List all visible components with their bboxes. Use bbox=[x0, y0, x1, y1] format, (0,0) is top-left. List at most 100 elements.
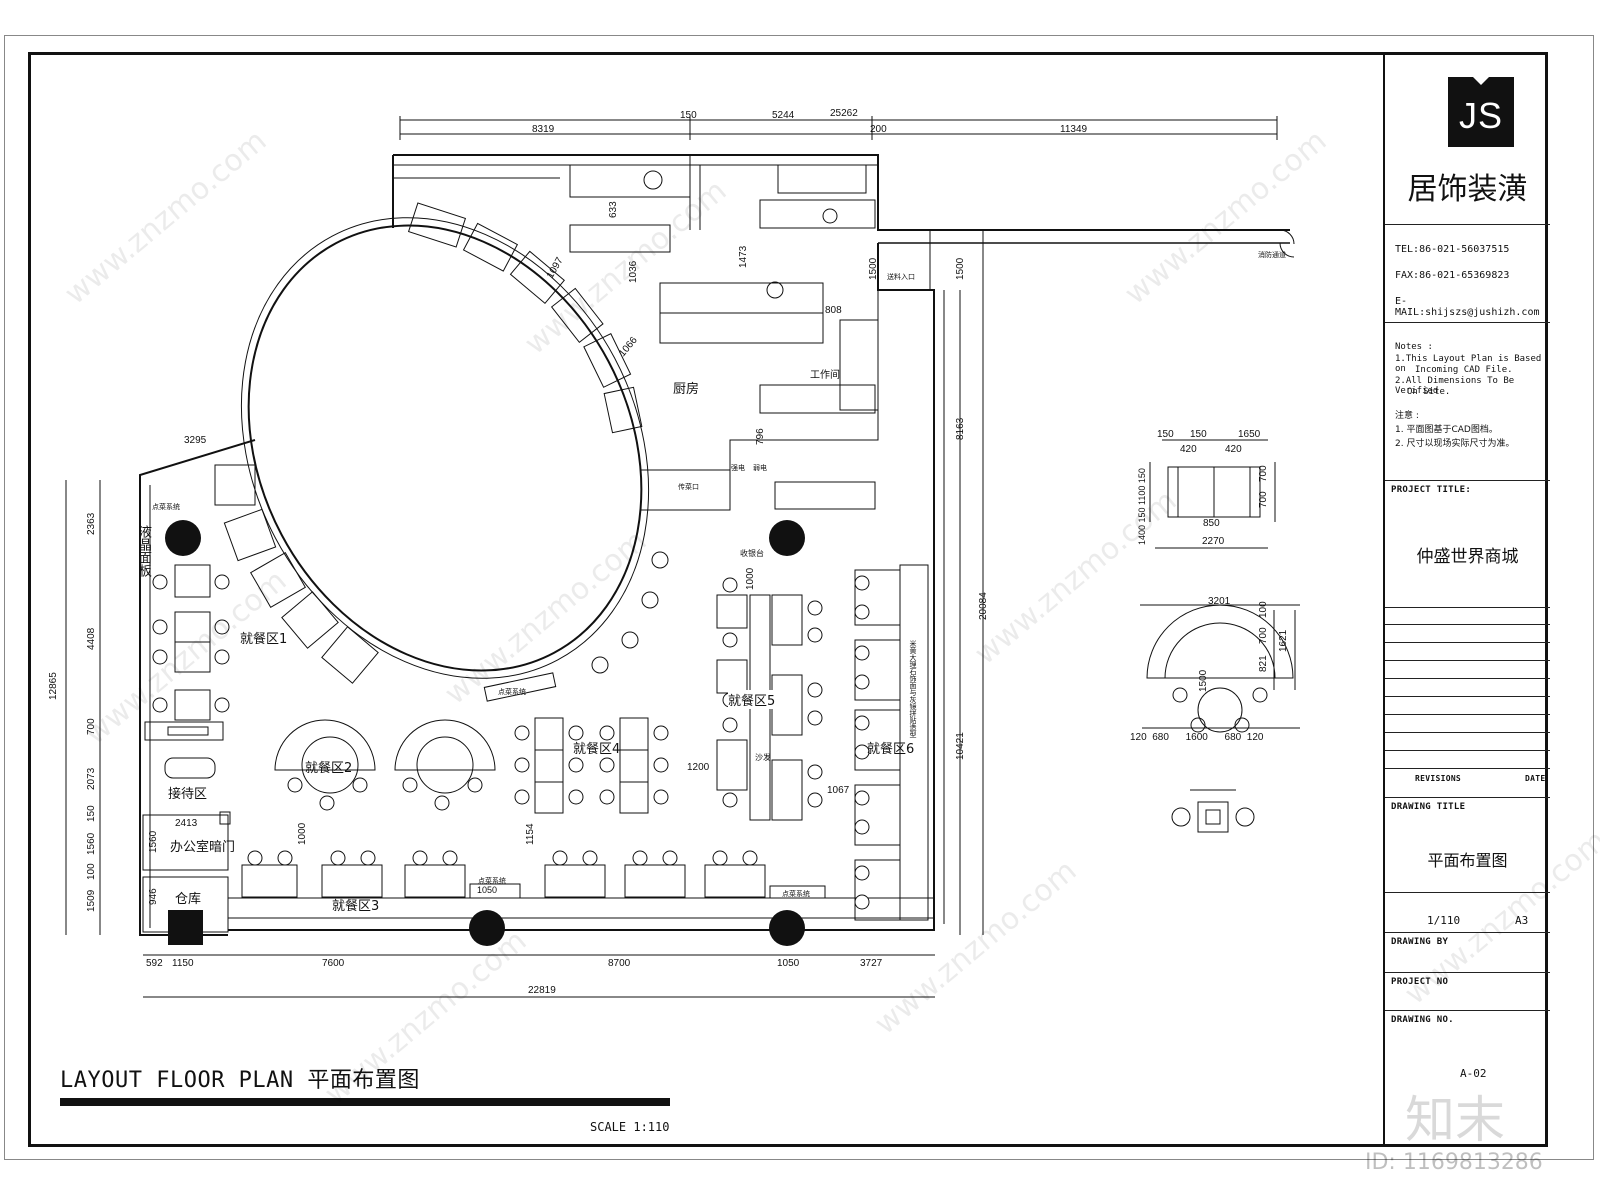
dim-7600: 7600 bbox=[322, 958, 345, 969]
watermark-id: ID: 1169813286 bbox=[1365, 1150, 1543, 1175]
dim-1154: 1154 bbox=[525, 823, 536, 845]
cashier-label: 收银台 bbox=[740, 549, 764, 558]
dim-top-11349: 11349 bbox=[1060, 124, 1088, 135]
dim-4408: 4408 bbox=[86, 627, 97, 650]
dim-top-200: 200 bbox=[870, 124, 887, 135]
dim-1473: 1473 bbox=[738, 245, 749, 268]
dim-20084: 20084 bbox=[978, 592, 989, 620]
cn-note-line: 1. 平面图基于CAD图档。 bbox=[1395, 425, 1498, 435]
project-title: 仲盛世界商城 bbox=[1416, 547, 1519, 567]
dim-2073: 2073 bbox=[86, 767, 97, 790]
contact-email: E-MAIL:shijszs@jushizh.com bbox=[1395, 296, 1540, 318]
revision-row bbox=[1385, 750, 1550, 751]
plan-title-underline bbox=[60, 1098, 670, 1106]
delivery-entrance-label: 送料入口 bbox=[887, 273, 915, 281]
logo-notch bbox=[1473, 77, 1489, 85]
order-system-label: 点菜系统 bbox=[782, 890, 810, 898]
notes-heading: Notes : bbox=[1395, 342, 1433, 352]
detail2-dim: 821 bbox=[1258, 655, 1269, 672]
dim-top-total: 25262 bbox=[830, 108, 858, 119]
room-dining-2: 就餐区2 bbox=[305, 761, 353, 776]
drawing-no: A-02 bbox=[1460, 1067, 1487, 1080]
column bbox=[769, 910, 805, 946]
detail2-dim: 100 bbox=[1258, 601, 1269, 618]
dim-8163: 8163 bbox=[955, 417, 966, 440]
room-dining-3: 就餐区3 bbox=[332, 899, 380, 914]
low-voltage-label: 弱电 bbox=[753, 464, 767, 472]
detail1-dim: 2270 bbox=[1202, 536, 1225, 547]
order-system-label: 点菜系统 bbox=[152, 503, 180, 511]
dim-bottom-total: 22819 bbox=[528, 985, 556, 996]
note-line: On Site. bbox=[1407, 387, 1451, 397]
divider bbox=[1385, 797, 1550, 798]
detail2-dim: 700 bbox=[1258, 627, 1269, 644]
watermark-logo: 知末 bbox=[1405, 1091, 1505, 1149]
lcd-panel-label: 液晶面板 bbox=[136, 525, 151, 577]
drawing-title: 平面布置图 bbox=[1427, 851, 1508, 870]
detail1-dim: 150 bbox=[1157, 429, 1174, 440]
workroom-label: 工作间 bbox=[810, 370, 840, 381]
revision-row bbox=[1385, 642, 1550, 643]
detail1-dim: 700 bbox=[1258, 465, 1269, 482]
dim-8700: 8700 bbox=[608, 958, 631, 969]
revision-row bbox=[1385, 732, 1550, 733]
dim-808: 808 bbox=[825, 305, 842, 316]
drawing-by-label: DRAWING BY bbox=[1391, 937, 1449, 947]
revision-row bbox=[1385, 624, 1550, 625]
dim-100: 100 bbox=[86, 863, 97, 880]
room-reception: 接待区 bbox=[168, 787, 208, 802]
brand-name: 居饰装潢 bbox=[1407, 172, 1528, 207]
room-dining-1: 就餐区1 bbox=[240, 632, 288, 647]
dim-2413: 2413 bbox=[175, 818, 198, 829]
dim-1050-mid: 1050 bbox=[477, 885, 498, 895]
dim-2363: 2363 bbox=[86, 512, 97, 535]
revisions-label: REVISIONS bbox=[1415, 774, 1462, 783]
dim-1000: 1000 bbox=[745, 567, 756, 590]
project-no-label: PROJECT NO bbox=[1391, 977, 1449, 987]
dim-150: 150 bbox=[86, 805, 97, 822]
dim-10421: 10421 bbox=[955, 732, 966, 760]
sheet-outer-border bbox=[4, 35, 1594, 1160]
dim-1200: 1200 bbox=[687, 762, 710, 773]
detail1-dim: 1650 bbox=[1238, 429, 1261, 440]
detail1-dim: 150 bbox=[1190, 429, 1207, 440]
electrical-label: 强电 bbox=[731, 464, 745, 472]
contact-fax: FAX:86-021-65369823 bbox=[1395, 270, 1510, 281]
order-system-label: 点菜系统 bbox=[498, 688, 526, 696]
divider bbox=[1385, 322, 1550, 323]
paper-size: A3 bbox=[1515, 914, 1529, 927]
dim-796: 796 bbox=[755, 428, 766, 445]
detail1-dim: 420 bbox=[1225, 444, 1242, 455]
detail1-dim: 850 bbox=[1203, 518, 1220, 529]
divider bbox=[1385, 1010, 1550, 1011]
dim-left-total: 12865 bbox=[48, 672, 59, 700]
plan-scale: SCALE 1:110 bbox=[590, 1120, 670, 1134]
cn-notes-heading: 注意 : bbox=[1395, 411, 1419, 421]
dim-592: 592 bbox=[146, 958, 163, 969]
floor-plan-drawing bbox=[65, 116, 1300, 998]
dim-top-150: 150 bbox=[680, 110, 697, 121]
room-office: 办公室暗门 bbox=[170, 840, 236, 855]
dim-1150: 1150 bbox=[172, 958, 194, 969]
scale-value: 1/110 bbox=[1427, 914, 1461, 927]
title-block: JS 居饰装潢 TEL:86-021-56037515 FAX:86-021-6… bbox=[1383, 52, 1550, 1147]
dim-946: 946 bbox=[148, 888, 159, 905]
drawing-frame bbox=[28, 52, 1548, 1147]
divider bbox=[1385, 892, 1550, 893]
detail1-dim: 700 bbox=[1258, 491, 1269, 508]
detail2-dim: 1621 bbox=[1278, 629, 1289, 652]
revision-row bbox=[1385, 660, 1550, 661]
detail2-dim: 1500 bbox=[1198, 669, 1209, 692]
revision-row bbox=[1385, 696, 1550, 697]
dim-1560-office: 1560 bbox=[148, 830, 159, 853]
dim-1509: 1509 bbox=[86, 889, 97, 912]
sofa-label: 沙发 bbox=[755, 753, 771, 762]
cn-note-line: 2. 尺寸以现场实际尺寸为准。 bbox=[1395, 439, 1515, 449]
detail1-dim: 420 bbox=[1180, 444, 1197, 455]
dim-1050: 1050 bbox=[777, 958, 800, 969]
column bbox=[469, 910, 505, 946]
dim-633: 633 bbox=[608, 201, 619, 218]
note-line: 2.All Dimensions To Be Verified bbox=[1395, 376, 1515, 396]
revision-row bbox=[1385, 678, 1550, 679]
room-kitchen: 厨房 bbox=[673, 382, 700, 397]
